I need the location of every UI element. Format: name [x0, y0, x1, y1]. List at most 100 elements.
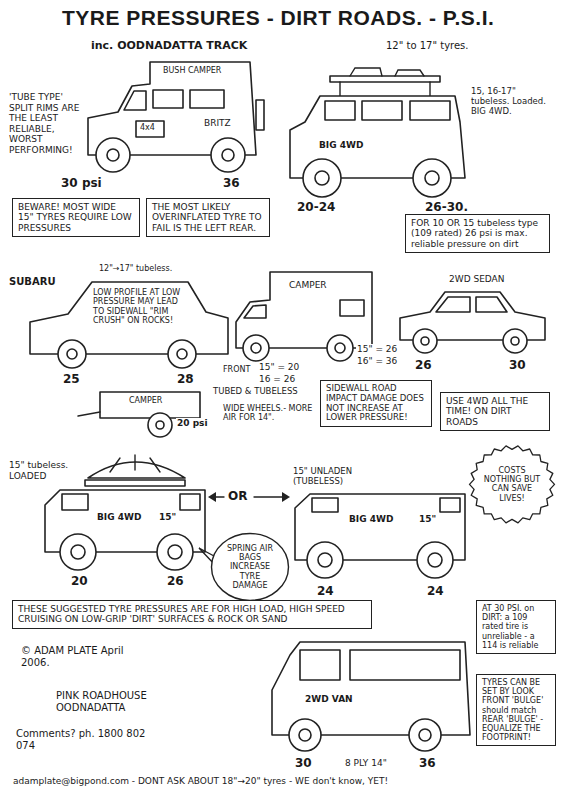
or-arrows-part [254, 496, 282, 497]
vehicle-note: 15" UNLADEN (TUBELESS) [292, 466, 404, 486]
tyre-size-note: 8 PLY 14" [344, 758, 388, 769]
credit-text: © ADAM PLATE April 2006. [20, 645, 142, 669]
big-4wd-drawing-part [330, 76, 440, 82]
bush-camper-drawing-part [256, 100, 264, 130]
loaded-4wd-drawing-part [62, 494, 88, 510]
subaru-drawing-part [67, 349, 77, 359]
trailer-drawing-part [156, 421, 164, 429]
node-text: SPRING AIR BAGS INCREASE TYRE DAMAGE [222, 544, 278, 590]
sedan-drawing [400, 292, 545, 353]
unladen-4wd-drawing-part [307, 542, 343, 578]
node-text: THESE SUGGESTED TYRE PRESSURES ARE FOR H… [18, 604, 366, 625]
note-box: AT 30 PSI. on DIRT: a 109 rated tire is … [476, 600, 556, 654]
vehicle-text: BIG 4WD [318, 140, 364, 151]
node-text: BEWARE! MOST WIDE 15" TYRES REQUIRE LOW … [18, 202, 134, 233]
or-arrows [208, 492, 290, 502]
note-box: FOR 10 OR 15 tubeless type (109 rated) 2… [405, 214, 550, 253]
vehicle-text: 4x4 [139, 123, 156, 132]
vehicle-text: 15" [418, 514, 437, 525]
speech-bubble: SPRING AIR BAGS INCREASE TYRE DAMAGE [210, 532, 290, 602]
warning-box: THE MOST LIKELY OVERINFLATED TYRE TO FAI… [146, 198, 270, 237]
pressure-value: 15" = 26 [356, 344, 398, 355]
bush-camper-drawing [88, 62, 264, 172]
bush-camper-drawing-part [96, 138, 130, 172]
pressure-value: 25 [62, 372, 81, 386]
unladen-4wd-drawing [295, 494, 465, 578]
pressure-value: 36 [418, 756, 437, 770]
pressure-value: 36 [222, 176, 241, 190]
unladen-4wd-drawing-part [417, 542, 453, 578]
subaru-drawing [30, 282, 228, 368]
big-4wd-drawing-part [413, 159, 451, 197]
note-box: THESE SUGGESTED TYRE PRESSURES ARE FOR H… [12, 600, 372, 629]
vehicle-text: 2WD VAN [304, 694, 354, 705]
node-text: THE MOST LIKELY OVERINFLATED TYRE TO FAI… [152, 202, 264, 233]
node-text: COSTS NOTHING BUT CAN SAVE LIVES! [482, 466, 542, 503]
big-4wd-drawing-part [340, 68, 430, 96]
vehicle-text: BIG 4WD [348, 514, 394, 525]
camper-van-drawing [236, 272, 372, 361]
pressure-value: 20-24 [296, 200, 336, 214]
or-arrows-part [208, 492, 216, 502]
note-box: TYRES CAN BE SET BY LOOK FRONT 'BULGE' s… [476, 674, 556, 746]
unladen-4wd-drawing-part [428, 553, 442, 567]
bush-camper-drawing-part [124, 91, 146, 110]
subtitle: inc. OODNADATTA TRACK [90, 40, 248, 53]
van-drawing-part [409, 719, 441, 751]
camper-van-drawing-part [251, 343, 261, 353]
loaded-4wd-drawing-part [71, 545, 85, 559]
big-4wd-drawing-part [410, 101, 450, 120]
van-drawing-part [289, 719, 321, 751]
note-box: SIDEWALL ROAD IMPACT DAMAGE DOES NOT INC… [320, 380, 432, 427]
contact-text: adamplate@bigpond.com - DONT ASK ABOUT 1… [12, 776, 389, 787]
warning-box: BEWARE! MOST WIDE 15" TYRES REQUIRE LOW … [12, 198, 140, 237]
trailer-drawing-part [148, 413, 172, 437]
pressure-value: 15" = 20 [258, 362, 300, 373]
unladen-4wd-drawing-part [440, 498, 460, 512]
node-text: TYRES CAN BE SET BY LOOK FRONT 'BULGE' s… [482, 678, 550, 742]
camper-van-drawing-part [340, 300, 364, 316]
sedan-drawing-part [421, 337, 429, 345]
vehicle-note: 15" tubeless. LOADED [8, 460, 82, 481]
choice-word: OR [227, 489, 248, 503]
big-4wd-drawing-part [315, 171, 329, 185]
bush-camper-drawing-part [222, 149, 234, 161]
vehicle-text: BUSH CAMPER [162, 66, 222, 75]
subaru-drawing-part [168, 340, 196, 368]
bush-camper-drawing-part [136, 121, 164, 137]
van-drawing [272, 642, 470, 751]
node-text: FOR 10 OR 15 tubeless type (109 rated) 2… [411, 218, 544, 249]
pressure-value: 30 psi [60, 176, 103, 190]
camper-van-drawing-part [244, 305, 266, 318]
van-drawing-part [350, 650, 460, 680]
loaded-4wd-drawing-part [180, 494, 200, 510]
bush-camper-drawing-part [107, 149, 119, 161]
advice-box: USE 4WD ALL THE TIME! ON DIRT ROADS [440, 392, 550, 431]
pressure-value: 28 [176, 372, 195, 386]
big-4wd-drawing-part [325, 101, 355, 120]
axle-label: FRONT [222, 365, 251, 374]
pressure-value: 20 psi [176, 418, 209, 429]
sedan-drawing-part [476, 297, 507, 312]
vehicle-name: SUBARU [8, 276, 57, 288]
trailer-drawing-part [100, 392, 200, 418]
vehicle-text: 15" [158, 512, 177, 523]
vehicle-text: BRITZ [203, 118, 232, 129]
burst-outline [470, 446, 555, 523]
pressure-value: 16 = 26 [258, 374, 296, 385]
pressure-value: 26 [414, 358, 433, 372]
big-4wd-drawing-part [425, 171, 439, 185]
pressure-value: 30 [508, 358, 527, 372]
pressure-value: 26 [166, 574, 185, 588]
camper-van-drawing-part [335, 343, 345, 353]
sedan-drawing-part [503, 329, 527, 353]
vehicle-name: 2WD SEDAN [448, 274, 505, 285]
sedan-drawing-part [511, 337, 519, 345]
bubble-outline [212, 534, 289, 601]
page-title: TYRE PRESSURES - DIRT ROADS. - P.S.I. [62, 6, 494, 30]
unladen-4wd-drawing-part [318, 553, 332, 567]
sedan-drawing-part [413, 329, 437, 353]
pressure-value: 16" = 36 [356, 356, 398, 367]
pressure-value: 24 [316, 584, 335, 598]
camper-van-drawing-part [327, 335, 353, 361]
